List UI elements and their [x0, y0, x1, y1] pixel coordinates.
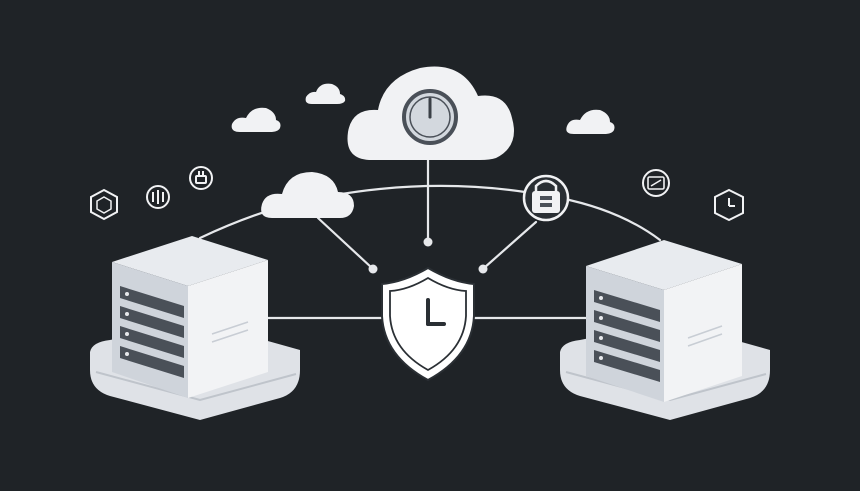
cloud-icon — [305, 83, 346, 104]
server-side-mark — [687, 333, 723, 347]
line-small-cloud-to-shield — [316, 216, 374, 270]
main-cloud — [347, 66, 514, 160]
server-led — [599, 316, 603, 320]
floating-icons — [90, 166, 744, 222]
junction-dot — [423, 237, 433, 247]
arc-right — [558, 196, 662, 242]
server-led — [599, 356, 603, 360]
chip-icon — [146, 185, 170, 209]
server-led — [125, 332, 129, 336]
plug-icon — [189, 166, 213, 190]
cloud-icon — [261, 172, 354, 218]
server-left — [90, 236, 300, 420]
line-lock-to-shield — [482, 220, 538, 270]
server-top — [586, 240, 742, 290]
card-icon-body — [647, 176, 665, 190]
hexagon-icon-inner — [96, 196, 112, 214]
card-icon-line — [650, 179, 662, 187]
server-led — [125, 312, 129, 316]
plug-icon-body — [195, 175, 207, 184]
server-slot — [594, 350, 660, 382]
server-slot — [594, 310, 660, 342]
cloud-icon — [566, 109, 615, 134]
lock-slot — [540, 196, 552, 200]
server-slot — [120, 286, 184, 318]
server-side-mark — [687, 325, 723, 339]
server-led — [125, 352, 129, 356]
hexagon-icon — [90, 188, 118, 221]
server-top — [112, 236, 268, 286]
server-slot — [120, 326, 184, 358]
junction-dot — [478, 264, 488, 274]
server-slot — [120, 346, 184, 378]
lock-body — [532, 191, 560, 213]
clock-icon — [714, 188, 744, 222]
server-slot — [120, 306, 184, 338]
card-icon — [642, 169, 670, 197]
junction-dots — [368, 237, 488, 274]
server-slot — [594, 290, 660, 322]
lock-slot — [540, 203, 552, 207]
lock-shackle — [534, 179, 558, 192]
server-led — [599, 336, 603, 340]
junction-dot — [368, 264, 378, 274]
shield-inner-outline — [389, 276, 467, 372]
server-base-edge — [95, 371, 297, 402]
cloud-icon — [231, 107, 281, 132]
server-side-mark — [211, 329, 249, 343]
server-led — [125, 292, 129, 296]
clock-inner-ring — [409, 96, 451, 138]
shield-hub — [381, 266, 475, 382]
server-right — [560, 240, 770, 420]
server-led — [599, 296, 603, 300]
lock-badge — [522, 174, 570, 222]
server-slot — [594, 330, 660, 362]
server-side-mark — [211, 321, 249, 335]
